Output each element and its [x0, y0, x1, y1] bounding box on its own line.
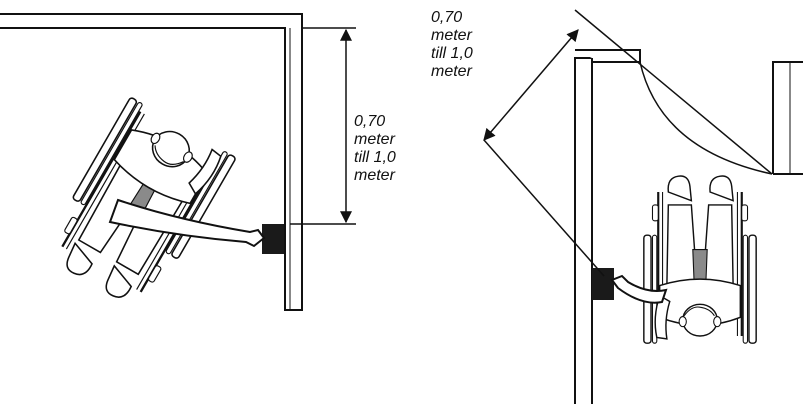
- label-line: meter: [354, 167, 395, 184]
- door-button: [592, 268, 614, 300]
- dimension-extension: [483, 139, 605, 277]
- reaching-arm: [610, 274, 668, 304]
- door-leaf: [574, 9, 773, 175]
- top-wall: [0, 13, 303, 311]
- label-line: till 1,0: [354, 149, 396, 166]
- side-approach-dimension-label: 0,70 meter till 1,0 meter: [354, 113, 396, 185]
- label-line: 0,70: [354, 113, 386, 130]
- right-wall: [772, 61, 803, 175]
- side-approach-diagram: [0, 13, 356, 316]
- label-line: meter: [354, 131, 395, 148]
- door-button: [262, 224, 284, 254]
- label-line: till 1,0: [431, 45, 473, 62]
- front-approach-dimension-label: 0,70 meter till 1,0 meter: [431, 9, 473, 81]
- dimension-arrow: [483, 29, 579, 141]
- label-line: meter: [431, 63, 472, 80]
- wheelchair-user-front: [642, 174, 758, 345]
- reaching-arm: [108, 198, 266, 248]
- front-approach-diagram: [483, 9, 803, 404]
- left-wall: [574, 57, 593, 404]
- label-line: meter: [431, 27, 472, 44]
- door-swing-arc: [639, 61, 773, 175]
- label-line: 0,70: [431, 9, 463, 26]
